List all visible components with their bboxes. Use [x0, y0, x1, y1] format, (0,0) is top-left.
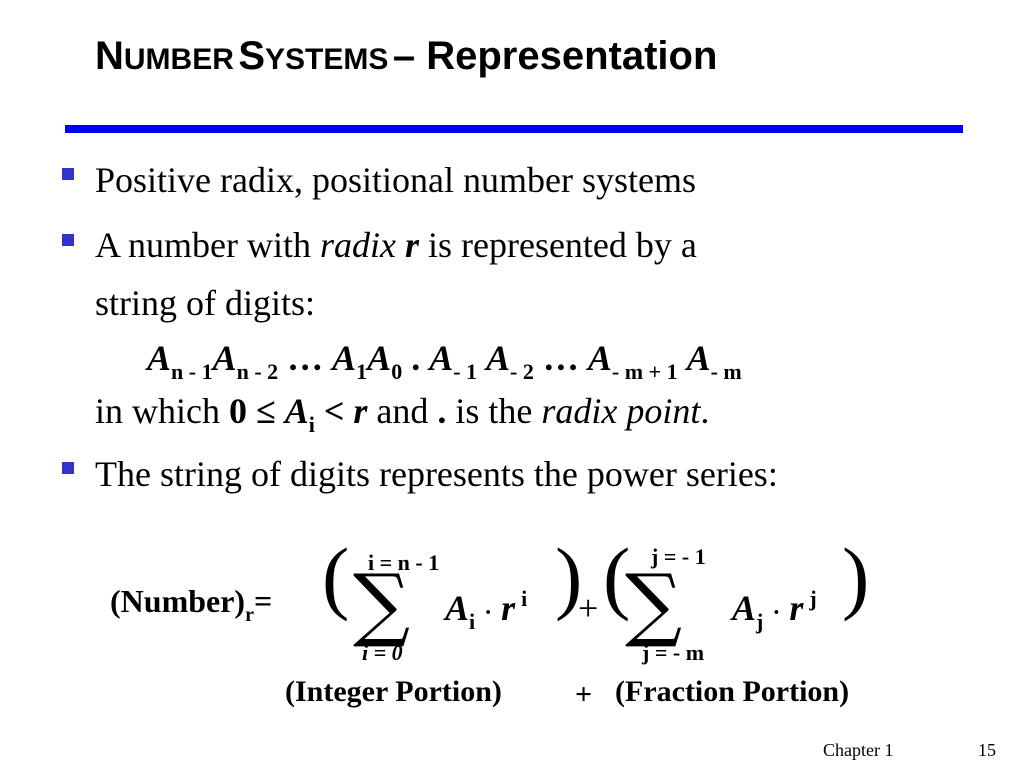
term-r-sup-i: i — [521, 586, 528, 611]
in-which-a: A — [284, 391, 309, 431]
term-a: A — [732, 588, 757, 628]
footer-page-number: 15 — [978, 740, 996, 760]
digit-a: A — [429, 338, 454, 378]
bullet-square-icon — [62, 234, 74, 246]
in-which-zero: 0 — [228, 391, 247, 431]
lhs-equals: = — [253, 583, 273, 619]
in-which-i: i — [308, 412, 315, 437]
term-a-sub-j: j — [756, 609, 764, 634]
formula-lhs: (Number)r= — [110, 583, 273, 625]
title-s-rest: YSTEMS — [265, 43, 389, 76]
digit-a: A — [686, 338, 711, 378]
digit-radix-point: . — [411, 338, 421, 378]
in-which-radix-point: radix point — [541, 391, 701, 431]
in-which-dot: . — [437, 391, 447, 431]
sum-1-lower-limit: i = 0 — [362, 640, 403, 665]
title-n-cap: N — [95, 34, 124, 78]
bullet-square-icon — [62, 168, 74, 180]
term-dot: · — [772, 600, 781, 626]
term-a: A — [445, 588, 470, 628]
term-dot: · — [484, 600, 493, 626]
sum-2-lower-limit: j = - m — [642, 640, 705, 665]
title-main: Representation — [426, 34, 718, 78]
digit-a: A — [486, 338, 511, 378]
digit-a: A — [212, 338, 237, 378]
digit-sub: - m — [710, 359, 742, 384]
sum-1-close-paren: ) — [555, 531, 583, 622]
bullet-2-part-2: is represented by a — [419, 225, 697, 265]
digit-sub: 0 — [391, 359, 403, 384]
sum-2-close-paren: ) — [842, 531, 870, 622]
sum-2-open-paren: ( — [603, 531, 631, 622]
in-which-lt: < — [323, 391, 345, 431]
digit-a: A — [587, 338, 612, 378]
sum-1-upper-limit: i = n - 1 — [368, 550, 440, 575]
digit-a: A — [367, 338, 392, 378]
digit-ellipsis: … — [287, 338, 324, 378]
in-which-period: . — [700, 391, 710, 431]
digit-string: An - 1An - 2 … A1A0 . A- 1 A- 2 … A- m +… — [147, 338, 742, 383]
in-which-prefix: in which — [95, 391, 229, 431]
sum-2-sigma: ∑ — [625, 557, 683, 650]
digit-a: A — [332, 338, 357, 378]
title-n-rest: UMBER — [123, 43, 234, 76]
bullet-2-radix: radix — [319, 225, 396, 265]
digit-sub: 1 — [356, 359, 368, 384]
lhs-close: ) — [234, 583, 246, 619]
bullet-2-line-2: string of digits: — [95, 283, 316, 323]
sum-1-sigma: ∑ — [353, 557, 411, 650]
formula-plus: + — [578, 588, 599, 628]
in-which-is-the: is the — [446, 391, 542, 431]
sum-1-open-paren: ( — [322, 531, 350, 622]
digit-ellipsis: … — [542, 338, 579, 378]
title-s-cap: S — [238, 34, 266, 78]
digit-sub: - 1 — [453, 359, 478, 384]
in-which-leq: ≤ — [255, 391, 276, 431]
bullet-1-text: Positive radix, positional number system… — [95, 160, 696, 200]
portion-plus: + — [575, 678, 593, 711]
term-a-sub-i: i — [469, 609, 476, 634]
bullet-2-r: r — [404, 225, 419, 265]
lhs-sub-r: r — [245, 604, 254, 626]
digit-sub: - m + 1 — [611, 359, 678, 384]
sum-2-upper-limit: j = - 1 — [651, 544, 706, 569]
in-which-line: in which 0 ≤ Ai < r and . is the radix p… — [95, 391, 710, 436]
lhs-word: Number — [120, 583, 235, 619]
term-r-sup-j: j — [809, 586, 817, 611]
slide-title: NUMBER SYSTEMS – Representation — [95, 34, 717, 79]
title-rule — [65, 125, 963, 133]
bullet-square-icon — [62, 462, 74, 474]
term-r: r — [501, 588, 516, 628]
integer-portion-label: (Integer Portion) — [285, 675, 502, 708]
fraction-portion-label: (Fraction Portion) — [615, 675, 850, 708]
term-r: r — [789, 588, 804, 628]
bullet-2-part-1: A number with — [95, 225, 320, 265]
digit-sub: - 2 — [510, 359, 534, 384]
bullet-2-line-1: A number with radix r is represented by … — [95, 227, 697, 263]
footer-chapter: Chapter 1 — [823, 740, 894, 760]
title-dash: – — [392, 34, 427, 78]
in-which-r: r — [353, 391, 368, 431]
digit-sub: n - 2 — [236, 359, 279, 384]
bullet-3-text: The string of digits represents the powe… — [95, 454, 778, 494]
digit-a: A — [147, 338, 172, 378]
digit-sub: n - 1 — [171, 359, 213, 384]
lhs-open: ( — [110, 583, 121, 619]
in-which-and: and — [367, 391, 438, 431]
